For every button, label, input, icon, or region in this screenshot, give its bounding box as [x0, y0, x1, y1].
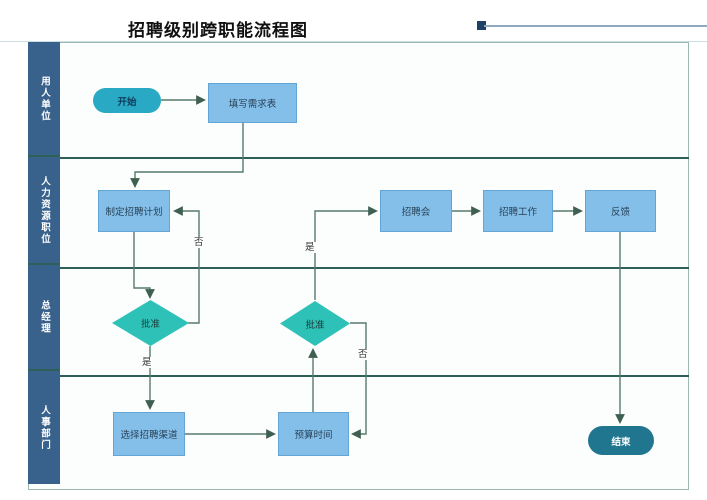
node-end: 结束 — [588, 426, 654, 455]
lane-header-hr: 人力资源职位 — [28, 157, 60, 265]
node-recruit-work: 招聘工作 — [483, 190, 553, 232]
edge-label-yes-left: 是 — [141, 357, 153, 368]
node-start: 开始 — [93, 88, 161, 113]
lane-header-personnel-dept: 人事部门 — [28, 371, 60, 484]
lane-label: 用人单位 — [39, 75, 50, 122]
lane-divider-3 — [28, 375, 689, 377]
lane-divider-1 — [28, 157, 689, 159]
header-separator — [0, 41, 707, 42]
node-budget-time: 预算时间 — [278, 412, 349, 456]
edge-label-no-right: 否 — [357, 349, 369, 360]
node-make-recruit-plan: 制定招聘计划 — [98, 190, 170, 232]
node-fill-request-form: 填写需求表 — [208, 83, 297, 123]
title-decor-line — [484, 25, 707, 27]
lane-label: 人事部门 — [39, 404, 50, 451]
lane-divider-2 — [28, 267, 689, 269]
title-decor-square — [477, 21, 486, 30]
node-job-fair: 招聘会 — [380, 190, 452, 232]
lane-header-column: 用人单位 人力资源职位 总经理 人事部门 — [28, 42, 60, 490]
page-title: 招聘级别跨职能流程图 — [128, 21, 308, 40]
node-select-recruit-channel: 选择招聘渠道 — [113, 412, 185, 456]
lane-label: 总经理 — [39, 299, 50, 335]
edge-label-no-left: 否 — [193, 237, 205, 248]
lane-label: 人力资源职位 — [39, 175, 50, 245]
lane-header-hiring-unit: 用人单位 — [28, 42, 60, 157]
edge-label-yes-right: 是 — [304, 242, 316, 253]
node-feedback: 反馈 — [585, 190, 656, 232]
lane-header-general-manager: 总经理 — [28, 265, 60, 371]
